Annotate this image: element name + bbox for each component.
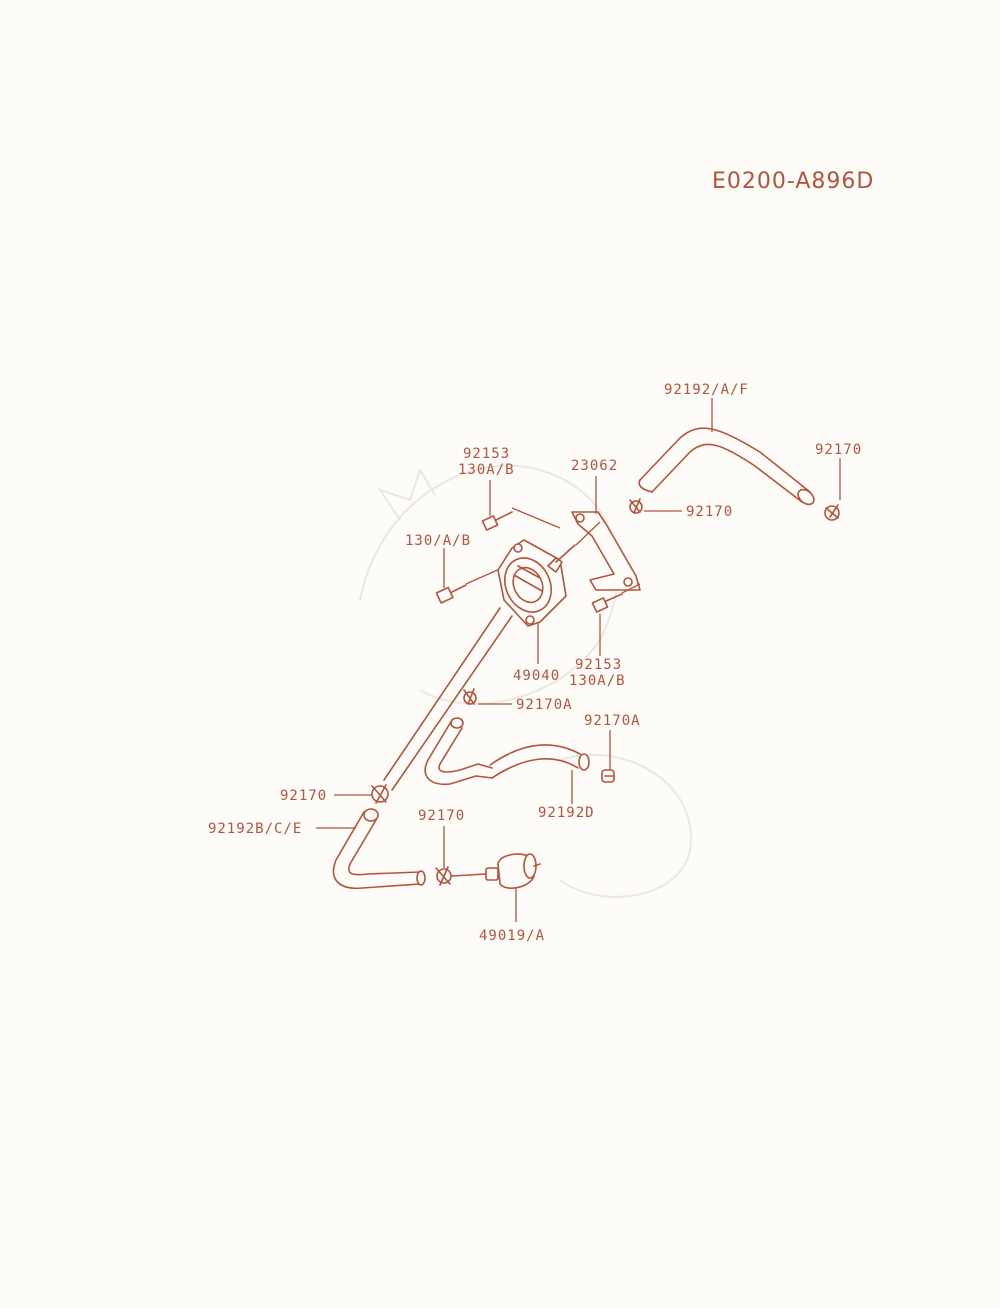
clamp-mid <box>463 688 477 705</box>
label-clamp-left: 92170 <box>280 788 327 804</box>
hose-left <box>332 808 426 889</box>
label-bolt-left: 130/A/B <box>405 533 471 549</box>
label-filter: 49019/A <box>479 928 545 944</box>
diagram-code: E0200-A896D <box>712 169 874 194</box>
label-bracket: 23062 <box>571 458 618 474</box>
label-screw-right-2: 130A/B <box>569 673 626 689</box>
watermark <box>359 464 692 898</box>
clamp-bottom <box>435 866 452 886</box>
fuel-filter <box>451 853 541 889</box>
label-screw-right-1: 92153 <box>575 657 622 673</box>
hose-long <box>383 607 513 791</box>
hose-top <box>638 427 815 506</box>
label-clamp-mid-right: 92170A <box>584 713 641 729</box>
hose-mid <box>424 717 590 785</box>
label-clamp-top-right: 92170 <box>815 442 862 458</box>
label-hose-top: 92192/A/F <box>664 382 749 398</box>
clamp-mid-right <box>601 769 615 783</box>
clamp-right <box>629 498 643 514</box>
label-clamp-mid: 92170A <box>516 697 573 713</box>
screw-top <box>481 507 561 531</box>
label-clamp-bottom: 92170 <box>418 808 465 824</box>
label-hose-mid: 92192D <box>538 805 595 821</box>
screw-right <box>591 583 641 613</box>
label-pump: 49040 <box>513 668 560 684</box>
label-screw-top-2: 130A/B <box>458 462 515 478</box>
clamp-top-right <box>824 504 840 521</box>
label-hose-left: 92192B/C/E <box>208 821 302 837</box>
label-clamp-right: 92170 <box>686 504 733 520</box>
fuel-pump <box>497 521 601 627</box>
label-screw-top-1: 92153 <box>463 446 510 462</box>
bracket <box>571 511 641 591</box>
clamp-left <box>371 784 389 804</box>
